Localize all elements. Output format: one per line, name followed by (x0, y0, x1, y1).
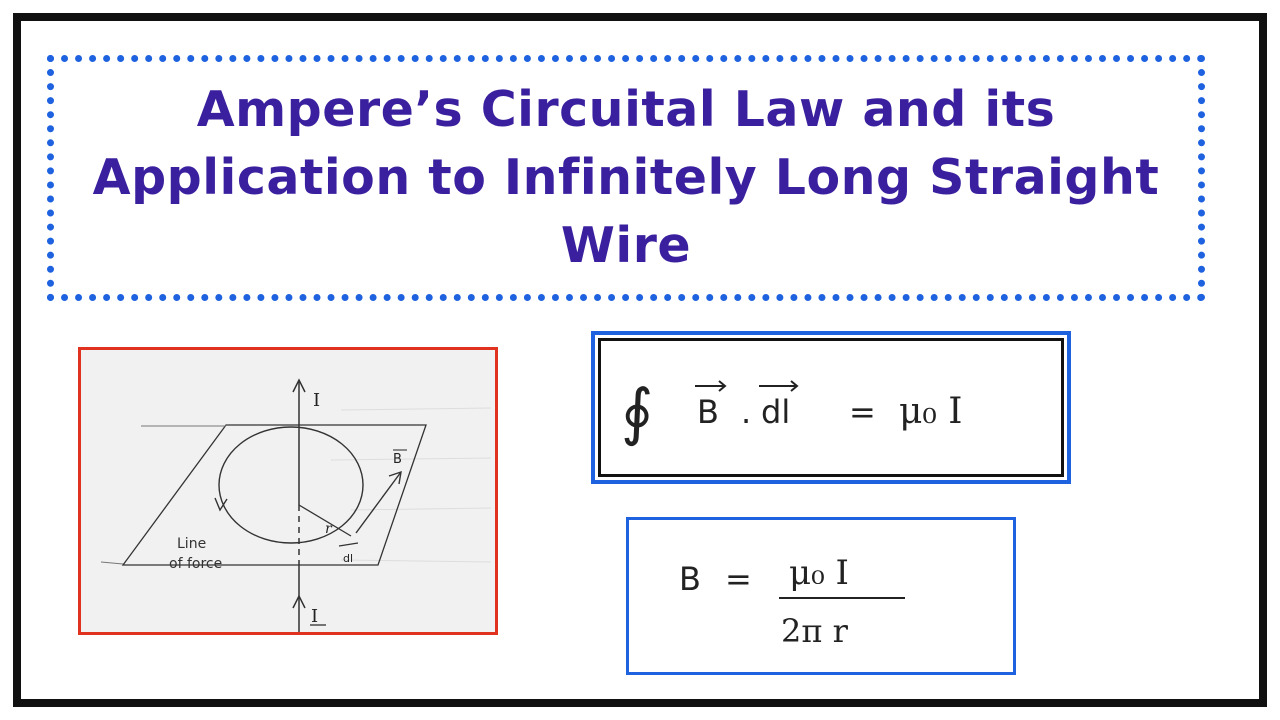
label-current-top: I (313, 390, 320, 411)
wire-field-equation-box: B = μ₀ I 2π r (626, 517, 1016, 675)
title-line-1: Ampere’s Circuital Law and its (196, 81, 1056, 138)
b-vector-arrowhead (388, 470, 402, 485)
b-vector (355, 471, 402, 534)
ampere-law-equation: ∮ B . dl = μ₀ I (621, 375, 963, 448)
eq2-denominator: 2π r (781, 612, 849, 650)
eq1-element: dl (761, 393, 790, 431)
title-box: Ampere’s Circuital Law and its Applicati… (47, 55, 1205, 301)
label-field: B (393, 452, 402, 467)
integral-symbol: ∮ (621, 375, 653, 448)
page-title: Ampere’s Circuital Law and its Applicati… (93, 76, 1160, 280)
wire-field-diagram: I I B r dl Line of force (78, 347, 498, 635)
diagram-svg: I I B r dl Line of force (100, 378, 492, 632)
eq1-equals: = (849, 393, 876, 431)
eq1-field-overarrow-head (718, 380, 727, 392)
eq2-equals: = (725, 560, 752, 598)
wire-arrow-top (292, 378, 306, 393)
loop-arrow (214, 497, 228, 512)
label-element: dl (343, 552, 353, 565)
title-line-2: Application to Infinitely Long Straight (92, 149, 1160, 206)
wire-field-equation: B = μ₀ I 2π r (679, 553, 905, 650)
label-radius: r (325, 521, 333, 537)
label-line-of-force-2: of force (169, 556, 222, 572)
label-line-of-force-1: Line (177, 536, 206, 552)
plane-edge-extension-bottom (100, 561, 124, 565)
title-line-3: Wire (560, 217, 692, 274)
eq1-dot: . (741, 393, 751, 431)
eq1-rhs: μ₀ I (899, 391, 963, 432)
faint-background-lines (330, 407, 492, 563)
eq1-field: B (697, 393, 719, 431)
eq1-element-overarrow-head (790, 380, 799, 392)
label-current-bottom: I (311, 606, 318, 627)
radius-line (298, 504, 352, 537)
plane-outline (121, 424, 427, 566)
field-loop (218, 426, 364, 544)
wire-arrow-bottom (292, 594, 306, 609)
ampere-law-equation-box: ∮ B . dl = μ₀ I (591, 331, 1071, 484)
eq2-numerator: μ₀ I (789, 553, 849, 593)
ampere-law-equation-inner: ∮ B . dl = μ₀ I (598, 338, 1064, 477)
eq2-lhs: B (679, 560, 701, 598)
dl-vector (338, 542, 359, 547)
